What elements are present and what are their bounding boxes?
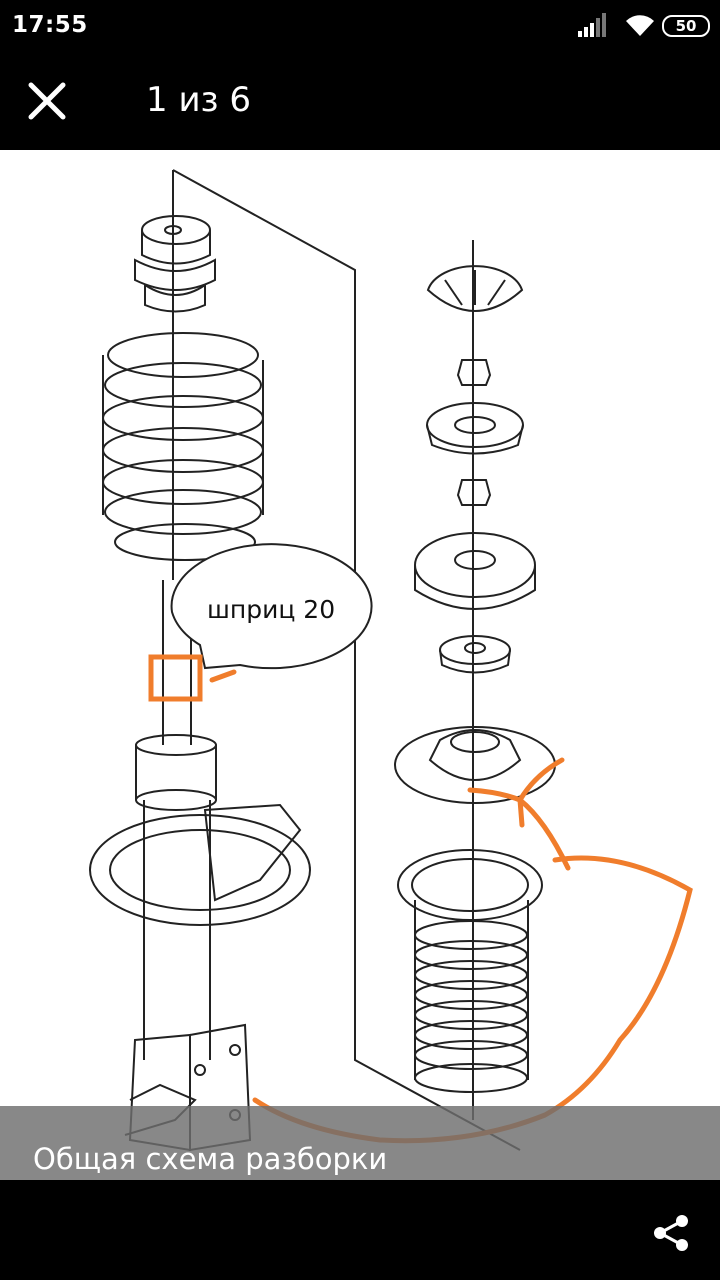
wifi-icon	[626, 15, 654, 36]
photo-caption: Общая схема разборки	[33, 1142, 388, 1176]
photo-viewer[interactable]: шприц 20	[0, 150, 720, 1180]
caption-strip	[0, 1106, 720, 1180]
close-icon[interactable]	[26, 80, 68, 122]
share-icon[interactable]	[652, 1214, 690, 1252]
battery-level: 50	[675, 17, 697, 35]
battery-icon: 50	[662, 15, 710, 37]
status-bar: 17:55 50	[0, 0, 720, 52]
callout-text: шприц 20	[207, 595, 336, 624]
status-time: 17:55	[12, 12, 88, 38]
page-counter: 1 из 6	[146, 80, 252, 120]
signal-icon	[578, 13, 606, 37]
app-bar: 1 из 6	[0, 52, 720, 150]
strut-exploded-diagram	[89, 169, 693, 1152]
bottom-bar	[0, 1180, 720, 1280]
